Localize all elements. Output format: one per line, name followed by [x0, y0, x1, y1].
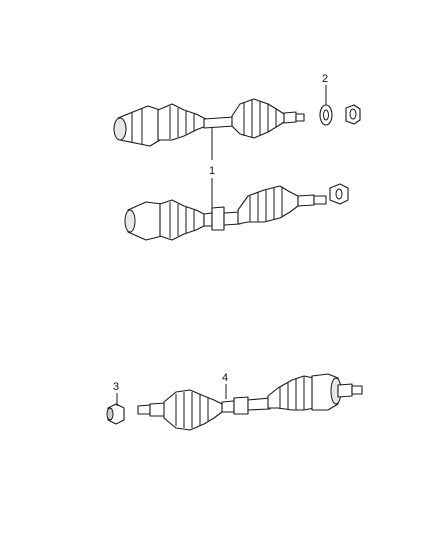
hub-nut-middle: [329, 183, 349, 205]
washer-part-2: [319, 104, 333, 126]
hub-nut-part-3: [106, 403, 125, 425]
axle-shaft-lower: [137, 373, 363, 431]
leader-lines: [116, 85, 327, 406]
callout-4: 4: [222, 372, 228, 384]
hub-nut-upper: [345, 104, 361, 125]
callout-1: 1: [209, 165, 215, 177]
callout-3: 3: [113, 381, 119, 393]
axle-shaft-upper: [113, 98, 305, 147]
axle-shaft-middle: [124, 185, 327, 241]
callout-2: 2: [322, 73, 328, 85]
